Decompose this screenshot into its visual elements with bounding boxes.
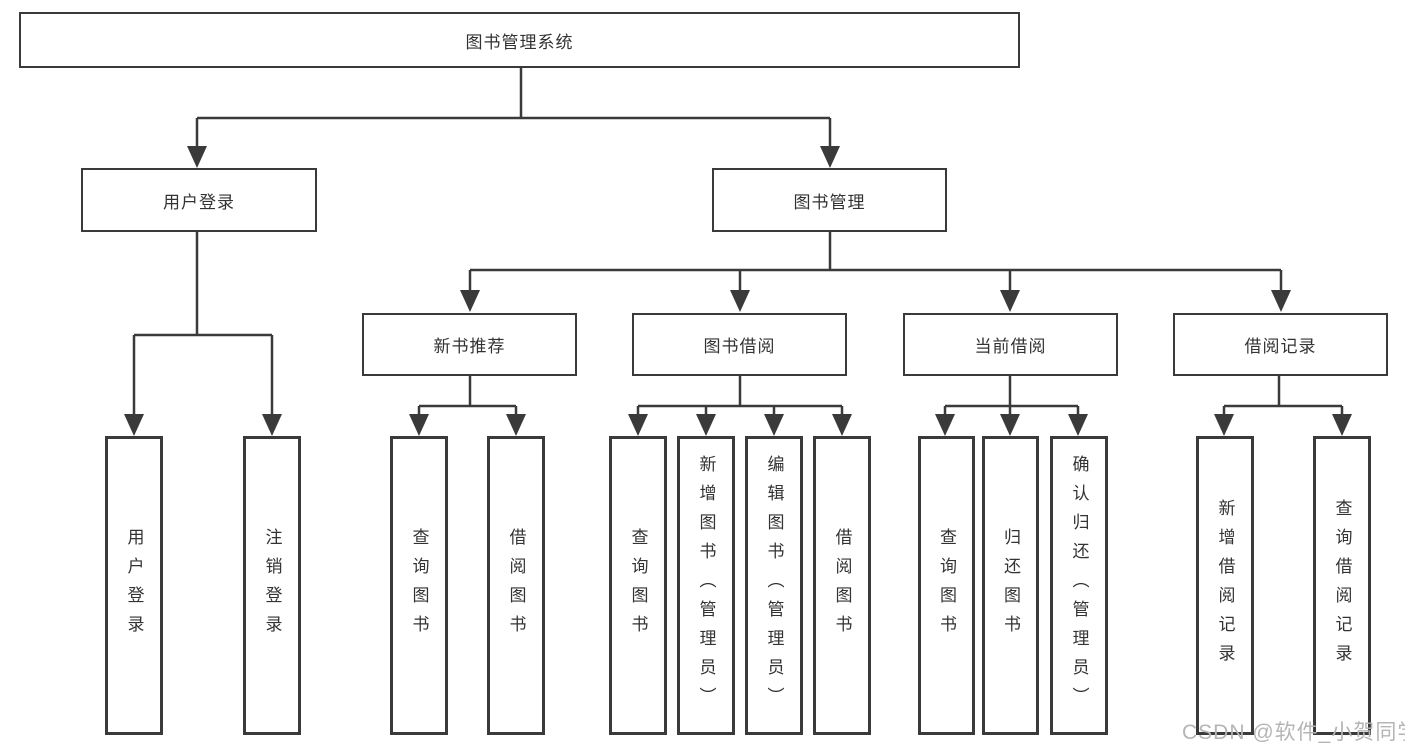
node-book-management-branch: 图书管理 — [712, 168, 947, 232]
node-label: 图书管理系统 — [465, 32, 574, 52]
node-br-query-record: 查询借阅记录 — [1313, 436, 1371, 735]
node-cb-query-books: 查询图书 — [918, 436, 975, 735]
node-label: 查询图书 — [409, 527, 429, 644]
node-user-login-leaf: 用户登录 — [105, 436, 163, 735]
node-label: 查询图书 — [628, 527, 648, 644]
node-borrow-records: 借阅记录 — [1173, 313, 1388, 376]
node-bb-borrow-books: 借阅图书 — [813, 436, 871, 735]
node-label: 用户登录 — [163, 192, 235, 212]
node-label: 借阅记录 — [1244, 337, 1317, 356]
node-user-login-branch: 用户登录 — [81, 168, 317, 232]
node-label: 借阅图书 — [506, 527, 526, 644]
node-br-add-record: 新增借阅记录 — [1196, 436, 1254, 735]
node-label: 归还图书 — [1001, 527, 1020, 644]
node-label: 新书推荐 — [433, 337, 506, 356]
node-label: 编辑图书（管理员） — [764, 455, 784, 716]
node-cb-return-books: 归还图书 — [982, 436, 1039, 735]
node-current-borrow: 当前借阅 — [903, 313, 1118, 376]
node-label: 图书管理 — [793, 192, 866, 212]
node-label: 用户登录 — [124, 527, 144, 644]
node-label: 查询图书 — [937, 527, 956, 644]
node-nbr-borrow-books: 借阅图书 — [487, 436, 545, 735]
node-label: 确认归还（管理员） — [1069, 455, 1089, 716]
node-bb-query-books: 查询图书 — [609, 436, 667, 735]
node-book-borrow: 图书借阅 — [632, 313, 847, 376]
node-label: 新增借阅记录 — [1215, 498, 1235, 673]
node-label: 新增图书（管理员） — [696, 455, 716, 716]
node-bb-add-books-admin: 新增图书（管理员） — [677, 436, 735, 735]
node-label: 查询借阅记录 — [1332, 498, 1352, 673]
node-bb-edit-books-admin: 编辑图书（管理员） — [745, 436, 803, 735]
node-label: 借阅图书 — [832, 527, 852, 644]
csdn-watermark: CSDN @软件_小贺同学 — [1182, 721, 1405, 744]
node-library-system-root: 图书管理系统 — [19, 12, 1020, 68]
node-new-book-recommend: 新书推荐 — [362, 313, 577, 376]
node-logout-leaf: 注销登录 — [243, 436, 301, 735]
node-nbr-query-books: 查询图书 — [390, 436, 448, 735]
node-label: 图书借阅 — [703, 337, 776, 356]
node-cb-confirm-return-admin: 确认归还（管理员） — [1050, 436, 1108, 735]
node-label: 注销登录 — [262, 527, 282, 644]
node-label: 当前借阅 — [974, 337, 1047, 356]
